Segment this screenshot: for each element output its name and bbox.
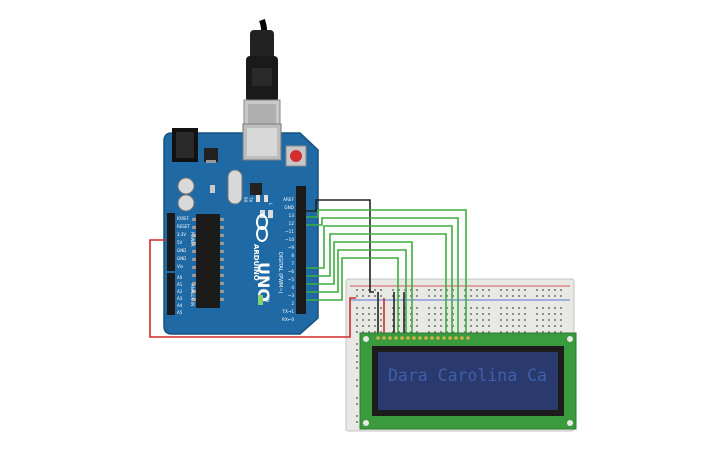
pin-label: RESET — [177, 224, 190, 229]
pin-label: A1 — [177, 282, 183, 287]
arduino-infinity-logo-icon — [256, 214, 268, 242]
pin-label: A5 — [177, 310, 183, 315]
pin-label: A2 — [177, 289, 183, 294]
pin-label: Vin — [177, 264, 184, 269]
led-tx-label: TX — [248, 196, 253, 202]
pin-label: RX←0 — [282, 317, 294, 322]
gnd-pin-label: GND — [284, 205, 294, 210]
pin-label: IOREF — [177, 216, 190, 221]
lcd-module[interactable]: Dara Carolina Ca — [359, 332, 577, 430]
pin-label: ~10 — [285, 237, 294, 242]
pin-label: ~5 — [288, 277, 295, 282]
pin-label: TX→1 — [281, 309, 294, 314]
pin-label: 3.3V — [177, 232, 186, 237]
digital-pin-header[interactable] — [296, 186, 306, 314]
pin-label: 7 — [291, 261, 294, 266]
analog-pin-labels: A0 A1 A2 A3 A4 A5 — [177, 275, 183, 315]
pin-label: ~6 — [288, 269, 295, 274]
pin-label: ~9 — [288, 245, 295, 250]
wire-red-5v[interactable] — [149, 239, 385, 338]
digital-pin-labels: AREF GND 13 12 ~11 ~10 ~9 8 7 ~6 ~5 4 ~3… — [281, 197, 294, 322]
wire-green-data[interactable] — [306, 209, 467, 334]
pin-label: ~3 — [288, 293, 295, 298]
on-led-label: ON — [265, 296, 270, 302]
analog-header-label: ANALOG IN — [190, 284, 195, 306]
pin-label: A4 — [177, 303, 183, 308]
analog-pin-header[interactable] — [167, 273, 175, 315]
power-pin-header[interactable] — [167, 213, 175, 271]
pin-label: 13 — [289, 213, 295, 218]
arduino-brand-label: ARDUINO — [252, 244, 260, 281]
led-l-label: L — [268, 203, 273, 206]
arduino-model-label: UNO — [254, 262, 273, 302]
pin-label: 8 — [291, 253, 294, 258]
pin-label: GND — [177, 256, 186, 261]
led-rx-label: RX — [243, 197, 248, 203]
power-pin-labels: IOREF RESET 3.3V 5V GND GND Vin — [177, 216, 190, 269]
power-header-label: POWER — [190, 232, 195, 247]
wire-black-gnd[interactable] — [306, 199, 405, 334]
lcd-display-text: Dara Carolina Ca — [388, 366, 547, 385]
pin-label: GND — [177, 248, 186, 253]
digital-header-label: DIGITAL (PWM~) — [277, 252, 283, 294]
pin-label: 5V — [177, 240, 183, 245]
pin-label: 12 — [289, 221, 295, 226]
pin-label: 2 — [291, 301, 294, 306]
pin-label: A0 — [177, 275, 183, 280]
pin-label: A3 — [177, 296, 183, 301]
lcd-screen — [378, 352, 558, 410]
aref-label: AREF — [283, 197, 294, 202]
pin-label: 4 — [291, 285, 294, 290]
usb-cable-icon[interactable] — [243, 18, 281, 131]
arduino-uno-board[interactable]: ARDUINO UNO DIGITAL (PWM~) TX RX L ON AR… — [163, 123, 319, 335]
pin-label: ~11 — [285, 229, 294, 234]
